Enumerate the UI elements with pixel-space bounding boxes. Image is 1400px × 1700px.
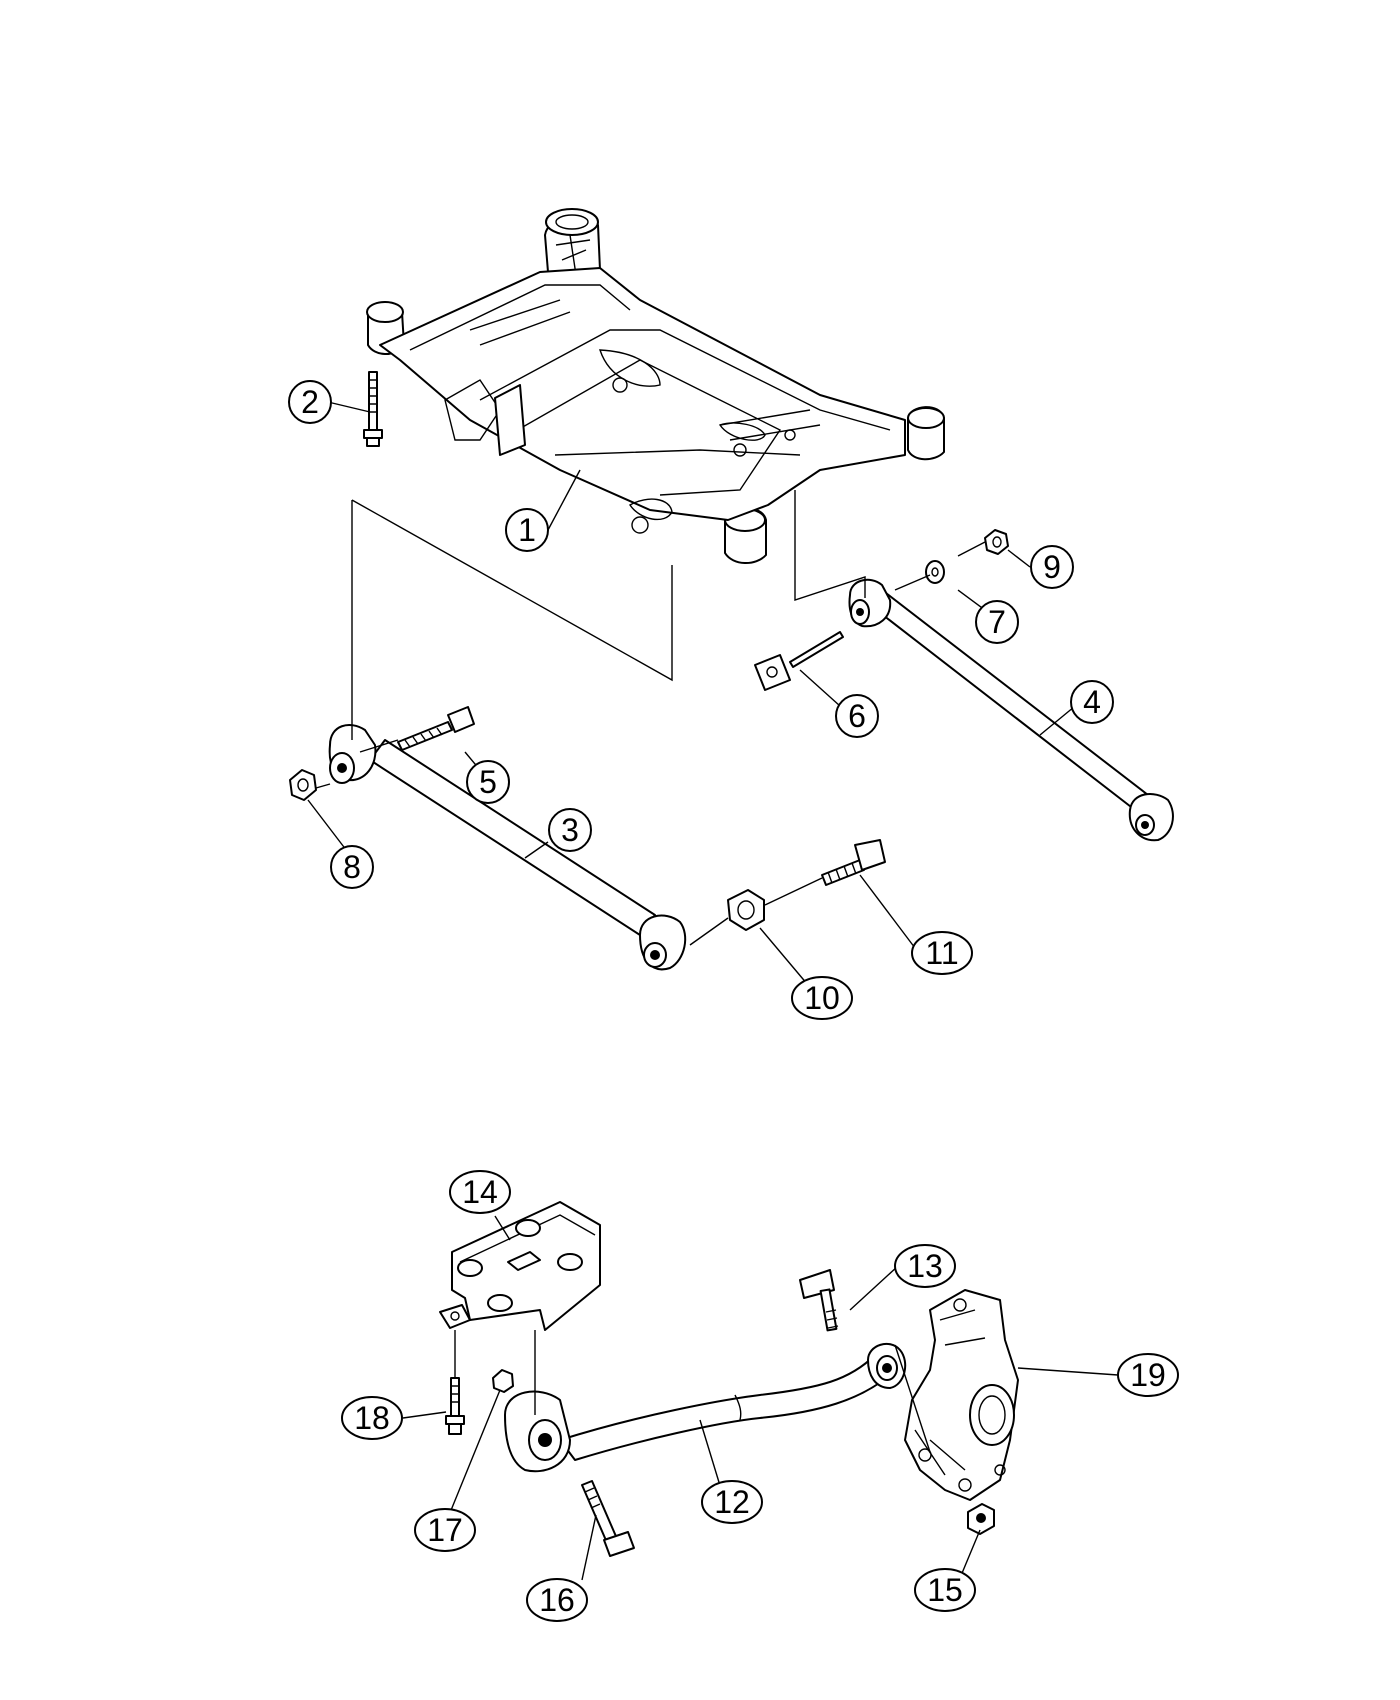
nut-15 — [967, 1503, 995, 1535]
crossmember — [366, 208, 945, 564]
callout-label: 6 — [848, 698, 866, 734]
callout-label: 12 — [714, 1484, 750, 1520]
callout-11: 11 — [911, 931, 973, 975]
callout-9: 9 — [1030, 545, 1074, 589]
nut-8 — [289, 769, 317, 801]
callout-label: 18 — [354, 1400, 390, 1436]
callout-6: 6 — [835, 694, 879, 738]
callout-label: 19 — [1130, 1357, 1166, 1393]
callout-17: 17 — [414, 1508, 476, 1552]
callout-13: 13 — [894, 1244, 956, 1288]
callout-5: 5 — [466, 760, 510, 804]
callout-18: 18 — [341, 1396, 403, 1440]
callout-label: 4 — [1083, 684, 1101, 720]
callout-label: 3 — [561, 812, 579, 848]
nut-10 — [727, 889, 765, 931]
bolt-13 — [799, 1269, 839, 1332]
callout-14: 14 — [449, 1170, 511, 1214]
callout-12: 12 — [701, 1480, 763, 1524]
callout-3: 3 — [548, 808, 592, 852]
callout-8: 8 — [330, 845, 374, 889]
callout-label: 11 — [925, 935, 958, 971]
leader-lines — [307, 401, 1119, 1581]
cam-bolt-6 — [754, 631, 844, 691]
bolt-2 — [363, 371, 383, 447]
callout-label: 17 — [427, 1512, 463, 1548]
callout-7: 7 — [975, 600, 1019, 644]
bracket-14 — [439, 1201, 601, 1331]
callout-label: 5 — [479, 764, 497, 800]
bolt-18 — [445, 1377, 465, 1435]
knuckle-19 — [904, 1289, 1019, 1501]
callout-label: 16 — [539, 1582, 575, 1618]
nut-9 — [984, 529, 1009, 555]
lateral-link-4 — [848, 578, 1174, 842]
callout-label: 15 — [927, 1572, 963, 1608]
callout-label: 14 — [462, 1174, 498, 1210]
callout-label: 9 — [1043, 549, 1061, 585]
callout-label: 10 — [804, 980, 840, 1016]
callout-label: 2 — [301, 384, 319, 420]
callout-4: 4 — [1070, 680, 1114, 724]
callout-10: 10 — [791, 976, 853, 1020]
nut-17 — [492, 1369, 514, 1393]
callout-1: 1 — [505, 508, 549, 552]
lateral-link-3 — [328, 724, 687, 971]
bolt-11 — [821, 839, 886, 886]
callout-label: 13 — [907, 1248, 943, 1284]
bolt-5 — [397, 706, 475, 751]
callout-2: 2 — [288, 380, 332, 424]
callout-label: 7 — [988, 604, 1006, 640]
washer-7 — [925, 560, 945, 584]
trailing-link-12 — [504, 1342, 907, 1473]
callout-label: 8 — [343, 849, 361, 885]
bolt-16 — [581, 1480, 635, 1557]
callout-label: 1 — [518, 512, 536, 548]
callout-15: 15 — [914, 1568, 976, 1612]
callout-16: 16 — [526, 1578, 588, 1622]
callout-19: 19 — [1117, 1353, 1179, 1397]
